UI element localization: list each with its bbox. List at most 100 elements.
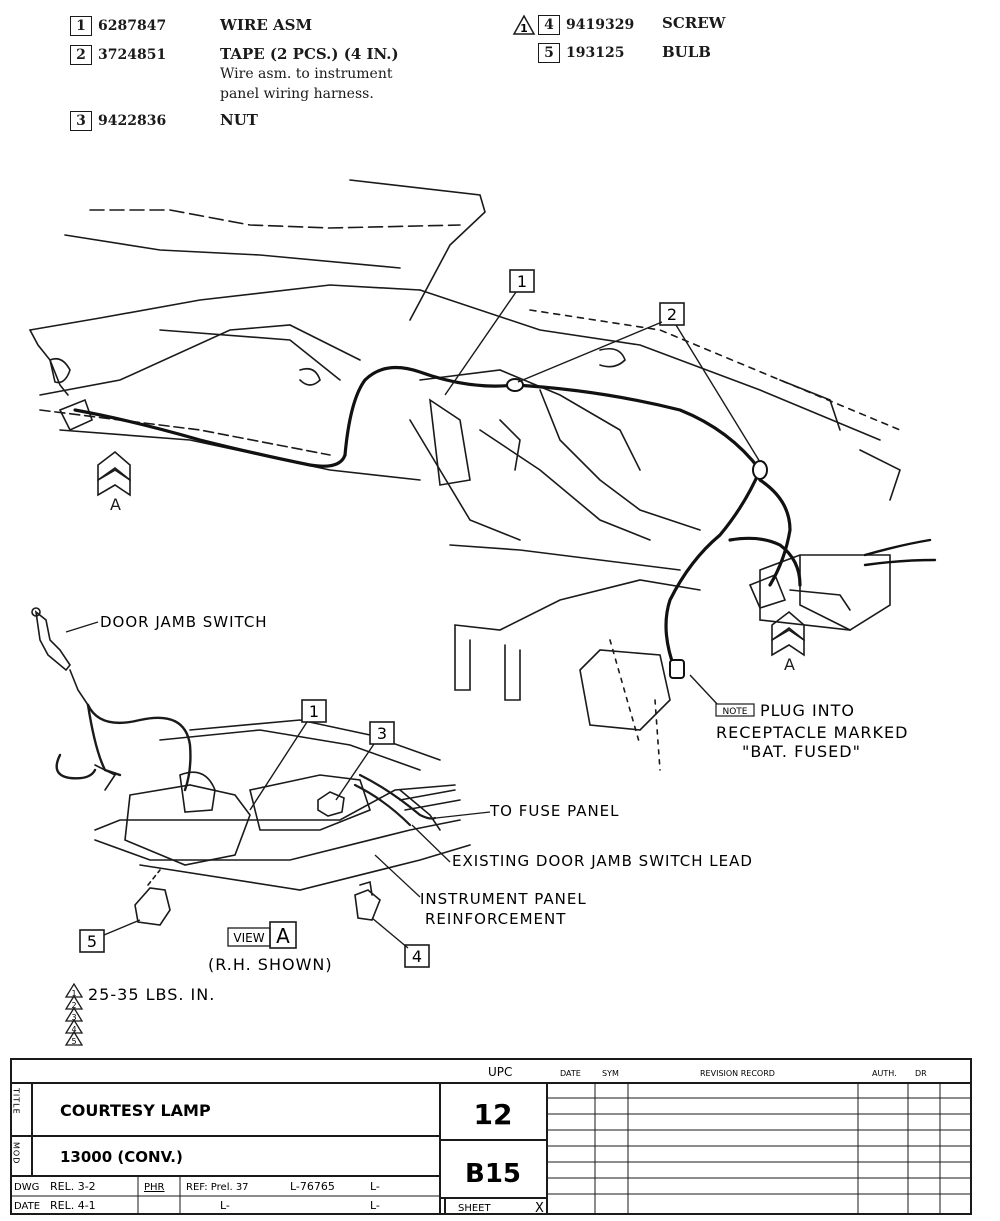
part-description-text: TAPE (2 PCS.) (4 IN.) bbox=[220, 45, 399, 63]
parts-list: 1 6287847 WIRE ASM 2 3724851 TAPE (2 PCS.) (… bbox=[0, 0, 1000, 150]
part-number: 6287847 bbox=[98, 17, 167, 34]
ref-l1: L-76765 bbox=[290, 1180, 335, 1193]
svg-text:A: A bbox=[784, 655, 795, 674]
svg-text:1: 1 bbox=[71, 989, 76, 998]
callout-1-lower-number: 1 bbox=[309, 702, 319, 721]
view-a-label: VIEW A (R.H. SHOWN) bbox=[208, 921, 333, 974]
part-number-box: 1 bbox=[70, 16, 92, 36]
svg-text:A: A bbox=[110, 495, 121, 514]
wire-harness-center bbox=[343, 365, 517, 457]
torque-flag-number: 1 bbox=[520, 22, 528, 35]
title-block: UPC DATE SYM REVISION RECORD AUTH. DR TI… bbox=[10, 1058, 972, 1216]
rev-header-auth: AUTH. bbox=[872, 1069, 897, 1078]
torque-flags: 1 25-35 LBS. IN. 2 3 4 5 bbox=[64, 982, 215, 1046]
sheet-label: SHEET bbox=[458, 1203, 492, 1214]
part-number: 9419329 bbox=[566, 16, 635, 33]
callout-2: 2 bbox=[517, 302, 761, 463]
title-label: TITLE bbox=[12, 1087, 21, 1115]
bulb-5 bbox=[134, 887, 171, 926]
svg-text:3: 3 bbox=[71, 1013, 76, 1022]
view-a-arrow-right: A bbox=[771, 610, 805, 674]
nut-3 bbox=[317, 791, 345, 817]
installation-diagram: 1 2 A A NOTE PLUG INTO RECEPTACLE MARKED… bbox=[29, 179, 937, 1046]
svg-text:VIEW: VIEW bbox=[233, 931, 264, 945]
part-number-box: 2 bbox=[70, 45, 92, 65]
part-description: NUT bbox=[220, 111, 258, 129]
part-number: 3724851 bbox=[98, 46, 167, 63]
label-existing-lead: EXISTING DOOR JAMB SWITCH LEAD bbox=[452, 852, 753, 870]
svg-text:NOTE: NOTE bbox=[722, 707, 747, 717]
torque-spec: 25-35 LBS. IN. bbox=[88, 985, 215, 1004]
dwg-value: REL. 3-2 bbox=[50, 1180, 96, 1193]
part-note-line: Wire asm. to instrument bbox=[220, 66, 393, 82]
wire-harness-left bbox=[73, 408, 347, 468]
callout-5 bbox=[79, 929, 105, 953]
tape-wrap-2 bbox=[752, 460, 768, 480]
view-a-arrow-left: A bbox=[97, 450, 131, 514]
svg-text:5: 5 bbox=[71, 1037, 76, 1046]
ref-l4: L- bbox=[370, 1199, 380, 1212]
model-name: 13000 (CONV.) bbox=[60, 1148, 183, 1166]
rev-header-record: REVISION RECORD bbox=[700, 1069, 775, 1078]
callout-4 bbox=[404, 944, 430, 968]
callout-3 bbox=[369, 721, 395, 745]
part-row-1: 1 6287847 WIRE ASM bbox=[70, 16, 312, 36]
wire-harness-down bbox=[664, 468, 762, 672]
rev-header-dr: DR bbox=[915, 1069, 927, 1078]
label-ip-reinforcement-1: INSTRUMENT PANEL bbox=[420, 890, 587, 908]
sheet-mark: X bbox=[535, 1201, 544, 1216]
svg-text:"BAT. FUSED": "BAT. FUSED" bbox=[742, 742, 861, 761]
svg-text:2: 2 bbox=[667, 305, 677, 324]
svg-text:2: 2 bbox=[71, 1001, 76, 1010]
part-row-3: 3 9422836 NUT bbox=[70, 111, 258, 131]
door-jamb-switch-body bbox=[34, 610, 71, 672]
callout-1-lower bbox=[301, 699, 327, 723]
drawing-title: COURTESY LAMP bbox=[60, 1101, 211, 1120]
group-value: B15 bbox=[465, 1159, 521, 1189]
part-number: 9422836 bbox=[98, 112, 167, 129]
plug-connector bbox=[669, 659, 685, 679]
part-note-line: panel wiring harness. bbox=[220, 86, 374, 102]
dwg-label: DWG bbox=[14, 1182, 39, 1193]
part-description: TAPE (2 PCS.) (4 IN.) Wire asm. to instru… bbox=[220, 45, 399, 104]
svg-text:A: A bbox=[276, 924, 290, 948]
date-label: DATE bbox=[14, 1201, 40, 1212]
callout-1-upper: 1 bbox=[444, 269, 535, 396]
callout-4-number: 4 bbox=[412, 947, 422, 966]
part-description: SCREW bbox=[662, 14, 726, 32]
label-to-fuse-panel: TO FUSE PANEL bbox=[489, 802, 620, 820]
part-row-2: 2 3724851 TAPE (2 PCS.) (4 IN.) Wire asm. t… bbox=[70, 45, 399, 104]
svg-text:1: 1 bbox=[517, 272, 527, 291]
dash-top-edge bbox=[349, 179, 486, 321]
svg-text:PLUG INTO: PLUG INTO bbox=[760, 701, 855, 720]
part-number-box: 4 bbox=[538, 15, 560, 35]
svg-text:4: 4 bbox=[71, 1025, 76, 1034]
rh-shown-label: (R.H. SHOWN) bbox=[208, 955, 333, 974]
rev-header-sym: SYM bbox=[602, 1069, 619, 1078]
label-door-jamb-switch: DOOR JAMB SWITCH bbox=[100, 613, 268, 631]
upc-value: 12 bbox=[474, 1098, 513, 1131]
rev-header-date: DATE bbox=[560, 1069, 581, 1078]
part-number-box: 5 bbox=[538, 43, 560, 63]
courtesy-lamp-housing bbox=[124, 784, 251, 866]
note-callout: NOTE PLUG INTO RECEPTACLE MARKED "BAT. F… bbox=[689, 674, 908, 761]
torque-flag-icon: 1 bbox=[512, 14, 536, 35]
initials: PHR bbox=[144, 1182, 165, 1193]
view-a-detail bbox=[31, 607, 471, 926]
svg-text:RECEPTACLE MARKED: RECEPTACLE MARKED bbox=[716, 723, 908, 742]
ref-value: REF: Prel. 37 bbox=[186, 1182, 249, 1193]
upc-label: UPC bbox=[488, 1065, 512, 1079]
callout-3-number: 3 bbox=[377, 724, 387, 743]
label-ip-reinforcement-2: REINFORCEMENT bbox=[425, 910, 566, 928]
mod-label: MOD bbox=[12, 1142, 21, 1164]
part-description: BULB bbox=[662, 43, 711, 61]
part-number-box: 3 bbox=[70, 111, 92, 131]
callout-5-number: 5 bbox=[87, 932, 97, 951]
screw-4 bbox=[354, 889, 381, 921]
part-description: WIRE ASM bbox=[220, 16, 313, 34]
wire-harness-right bbox=[513, 383, 762, 472]
ref-l3: L- bbox=[220, 1199, 230, 1212]
date-value: REL. 4-1 bbox=[50, 1199, 96, 1212]
